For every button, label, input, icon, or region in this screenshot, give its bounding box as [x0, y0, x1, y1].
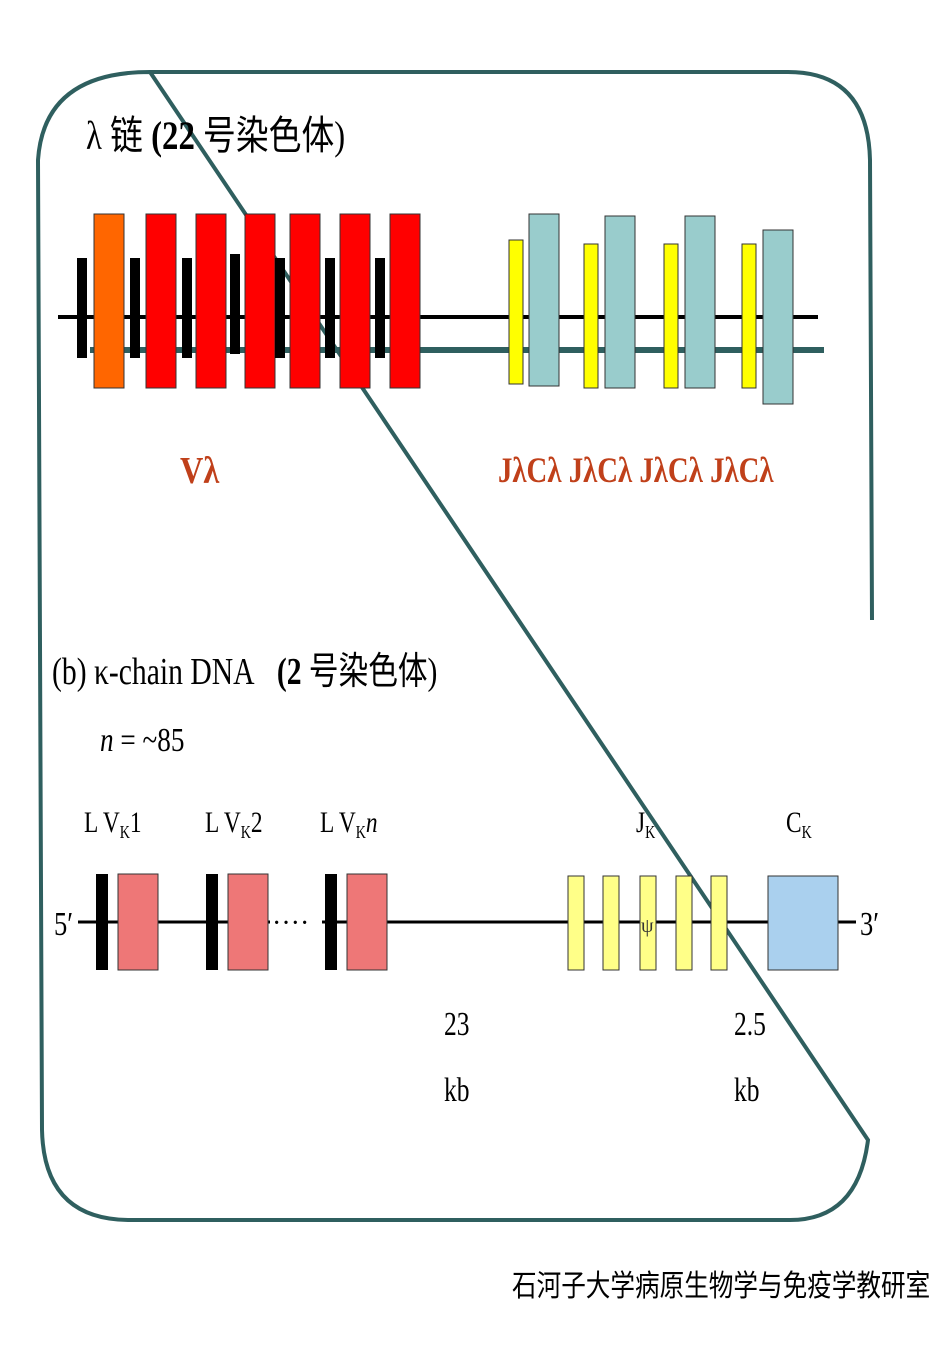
- distance-2-5-unit: kb: [734, 1072, 760, 1109]
- kappa-segment-label-n: L VKn: [320, 806, 378, 842]
- kappa-v-segments: [96, 873, 388, 971]
- distance-2-5: 2.5: [734, 1006, 766, 1043]
- kappa-c-label: CK: [786, 806, 812, 842]
- kappa-j-label: JK: [636, 806, 656, 842]
- kappa-n-count: n = ~85: [100, 722, 185, 759]
- distance-23-unit: kb: [444, 1072, 470, 1109]
- lambda-c-segment: [528, 213, 560, 387]
- kappa-chain-title: (b) κ-chain DNA (2 号染色体): [52, 651, 438, 693]
- lambda-leader-block: [182, 258, 192, 358]
- kappa-j-pseudogene: [639, 875, 657, 971]
- kappa-c-segment: [767, 875, 839, 971]
- lambda-c-segment: [604, 215, 636, 389]
- kappa-v-segment: [346, 873, 388, 971]
- lambda-leader-block: [375, 258, 385, 358]
- kappa-j-segments: [567, 875, 728, 971]
- lambda-j-segment: [663, 243, 679, 389]
- five-prime-end-label: 5′: [54, 906, 74, 943]
- footer-institution: 石河子大学病原生物学与免疫学教研室: [512, 1270, 931, 1303]
- lambda-v-segment: [339, 213, 371, 389]
- kappa-v-segment: [227, 873, 269, 971]
- distance-23: 23: [444, 1006, 470, 1043]
- lambda-j-segment: [583, 243, 599, 389]
- lambda-c-segment: [684, 215, 716, 389]
- kappa-segment-label-1: L VK1: [84, 806, 142, 842]
- lambda-v-label: Vλ: [180, 450, 220, 492]
- lambda-jc-labels: JλCλ JλCλ JλCλ JλCλ: [498, 450, 774, 490]
- frame-outline: [35, 69, 874, 1222]
- kappa-segment-label-2: L VK2: [205, 806, 263, 842]
- lambda-leader-block: [77, 258, 87, 358]
- lambda-leader-block: [230, 254, 240, 354]
- lambda-v-segment: [244, 213, 276, 389]
- lambda-chain-title: λ 链 (22 号染色体): [86, 113, 346, 158]
- lambda-v-segment: [145, 213, 177, 389]
- lambda-j-segment: [741, 243, 757, 389]
- lambda-leader-block: [275, 258, 285, 358]
- lambda-v-segment: [195, 213, 227, 389]
- kappa-j-segment: [710, 875, 728, 971]
- kappa-j-segment: [602, 875, 620, 971]
- three-prime-end-label: 3′: [860, 906, 880, 943]
- kappa-v-segment: [117, 873, 159, 971]
- kappa-psi-symbol: ψ: [641, 915, 654, 937]
- kappa-j-segment: [567, 875, 585, 971]
- lambda-v-segment: [289, 213, 321, 389]
- lambda-v-segments: [77, 213, 421, 389]
- lambda-v-segment-orange: [93, 213, 125, 389]
- kappa-j-segment: [675, 875, 693, 971]
- kappa-gap-dots: ····: [272, 908, 309, 939]
- lambda-v-segment: [389, 213, 421, 389]
- lambda-leader-block: [130, 258, 140, 358]
- lambda-j-segment: [508, 239, 524, 385]
- kappa-leader-block: [325, 874, 337, 970]
- lambda-leader-block: [325, 258, 335, 358]
- lambda-c-segment: [762, 229, 794, 405]
- lambda-jc-segments: [508, 213, 794, 405]
- kappa-leader-block: [96, 874, 108, 970]
- kappa-leader-block: [206, 874, 218, 970]
